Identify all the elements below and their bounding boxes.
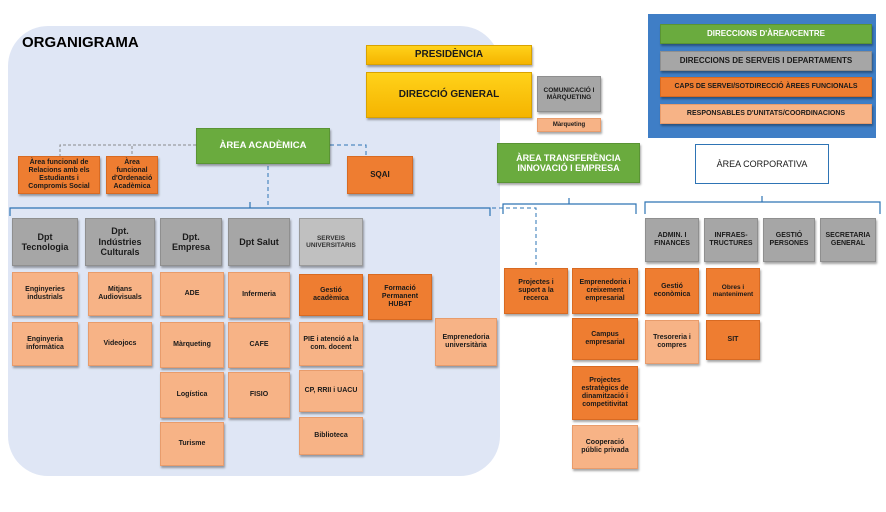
area-transferencia-box: ÀREA TRANSFERÈNCIA INNOVACIÓ I EMPRESA — [497, 143, 640, 183]
enginyeria-informatica-box: Enginyeria informàtica — [12, 322, 78, 366]
presidencia-box: PRESIDÈNCIA — [366, 45, 532, 65]
infermeria-box: Infermeria — [228, 272, 290, 318]
enginyeries-industrials-box: Enginyeries industrials — [12, 272, 78, 316]
gestio-persones-box: GESTIÓ PERSONES — [763, 218, 815, 262]
ordenacio-academica-box: Àrea funcional d'Ordenació Acadèmica — [106, 156, 158, 194]
tresoreria-compres-box: Tresoreria i compres — [645, 320, 699, 364]
cp-rrii-uacu-box: CP, RRII i UACU — [299, 370, 363, 412]
direccio-general-box: DIRECCIÓ GENERAL — [366, 72, 532, 118]
sit-box: SIT — [706, 320, 760, 360]
dpt-tecnologia-box: Dpt Tecnologia — [12, 218, 78, 266]
obres-manteniment-box: Obres i manteniment — [706, 268, 760, 314]
mitjans-audiovisuals-box: Mitjans Audiovisuals — [88, 272, 152, 316]
gestio-economica-box: Gestió econòmica — [645, 268, 699, 314]
secretaria-general-box: SECRETARIA GENERAL — [820, 218, 876, 262]
comunicacio-marqueting-box: COMUNICACIÓ I MÀRQUETING — [537, 76, 601, 112]
fisio-box: FISIO — [228, 372, 290, 418]
legend-responsables: RESPONSABLES D'UNITATS/COORDINACIONS — [660, 104, 872, 124]
logistica-box: Logística — [160, 372, 224, 418]
dpt-empresa-box: Dpt. Empresa — [160, 218, 222, 266]
cooperacio-public-privada-box: Cooperació públic privada — [572, 425, 638, 469]
relacions-estudiants-box: Àrea funcional de Relacions amb els Estu… — [18, 156, 100, 194]
legend-caps-servei: CAPS DE SERVEI/SOTDIRECCIÓ ÀREES FUNCION… — [660, 77, 872, 97]
turisme-box: Turisme — [160, 422, 224, 466]
infraestructures-box: INFRAES-TRUCTURES — [704, 218, 758, 262]
cafe-box: CAFE — [228, 322, 290, 368]
ade-box: ADE — [160, 272, 224, 316]
admin-finances-box: ADMIN. I FINANCES — [645, 218, 699, 262]
emprenedoria-creixement-box: Emprenedoria i creixement empresarial — [572, 268, 638, 314]
pie-atencio-box: PIE i atenció a la com. docent — [299, 322, 363, 366]
emprenedoria-universitaria-box: Emprenedoria universitària — [435, 318, 497, 366]
gestio-academica-box: Gestió acadèmica — [299, 274, 363, 316]
area-corporativa-box: ÀREA CORPORATIVA — [695, 144, 829, 184]
formacio-permanent-box: Formació Permanent HUB4T — [368, 274, 432, 320]
sqai-box: SQAI — [347, 156, 413, 194]
area-academica-box: ÀREA ACADÈMICA — [196, 128, 330, 164]
marqueting-empresa-box: Màrqueting — [160, 322, 224, 368]
biblioteca-box: Biblioteca — [299, 417, 363, 455]
page-title: ORGANIGRAMA — [22, 34, 139, 51]
dpt-industries-box: Dpt. Indústries Culturals — [85, 218, 155, 266]
projectes-recerca-box: Projectes i suport a la recerca — [504, 268, 568, 314]
serveis-universitaris-box: SERVEIS UNIVERSITARIS — [299, 218, 363, 266]
legend-direccions-serveis: DIRECCIONS DE SERVEIS I DEPARTAMENTS — [660, 51, 872, 71]
legend-direccions-area: DIRECCIONS D'ÀREA/CENTRE — [660, 24, 872, 44]
videojocs-box: Videojocs — [88, 322, 152, 366]
marqueting-box: Màrqueting — [537, 118, 601, 132]
projectes-estrategics-box: Projectes estratègics de dinamització i … — [572, 366, 638, 420]
campus-empresarial-box: Campus empresarial — [572, 318, 638, 360]
dpt-salut-box: Dpt Salut — [228, 218, 290, 266]
